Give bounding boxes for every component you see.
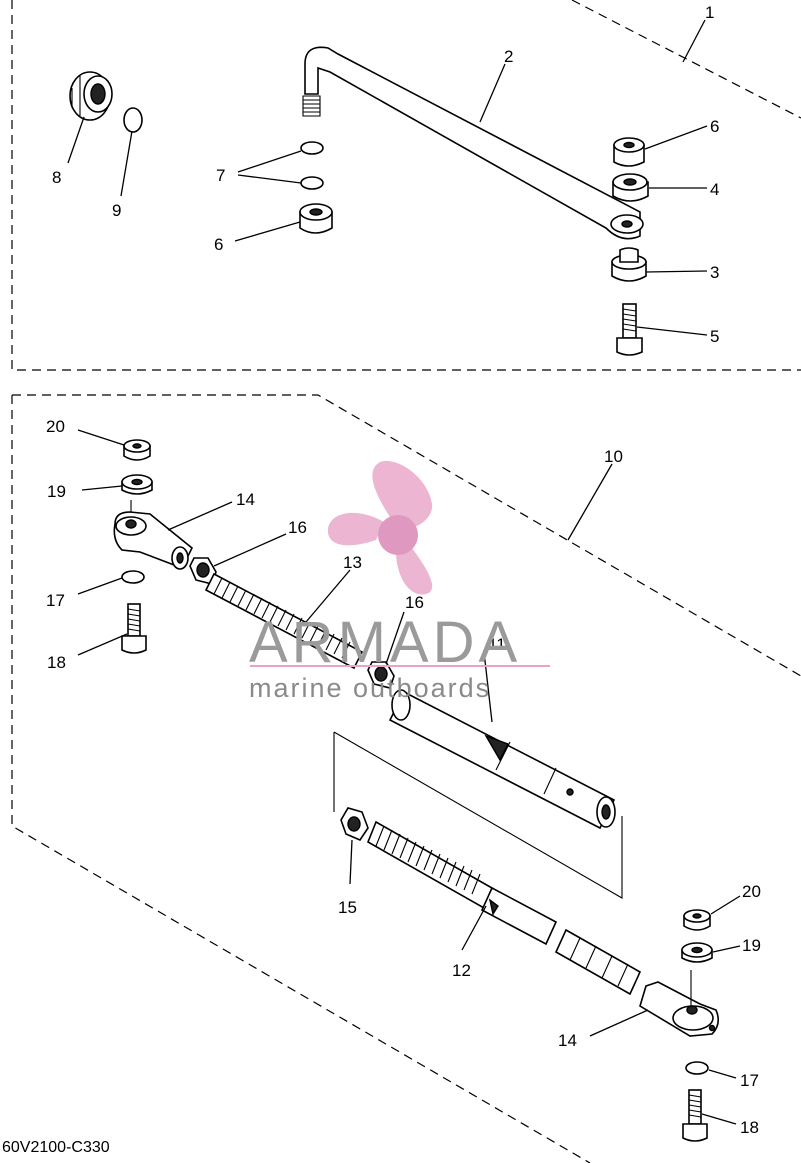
- washer-part-17-right: [685, 1061, 709, 1075]
- bolt-part-18-left: [121, 603, 147, 654]
- diagram-code: 60V2100-C330: [2, 1139, 110, 1156]
- callout-20-left: 20: [46, 417, 65, 436]
- washer-part-19-left: [121, 474, 153, 495]
- bolt-part-5: [616, 303, 643, 356]
- o-ring-part-9: [123, 107, 143, 133]
- callout-14-right: 14: [558, 1031, 577, 1050]
- callout-7: 7: [216, 166, 225, 185]
- bolt-part-18-right: [682, 1089, 708, 1142]
- callout-11: 11: [488, 635, 506, 654]
- watermark-brand: ARMADA: [249, 610, 521, 675]
- callout-9: 9: [112, 201, 121, 220]
- washer-part-7b: [300, 176, 324, 190]
- explode-bracket: [333, 731, 623, 899]
- callout-14-left: 14: [236, 490, 255, 509]
- callout-20-right: 20: [742, 882, 761, 901]
- group-10-frame: [11, 394, 801, 1163]
- callout-5: 5: [710, 327, 719, 346]
- nut-part-20-left: [123, 439, 151, 461]
- ball-joint-part-14-left: [113, 500, 194, 570]
- ball-joint-part-14-right: [639, 970, 720, 1037]
- group-1-frame: [11, 0, 801, 371]
- callout-16-left: 16: [288, 518, 307, 537]
- watermark-tagline: marine outboards: [249, 673, 491, 703]
- callout-13: 13: [343, 553, 362, 572]
- sleeve-tube-part-11: [388, 689, 616, 830]
- callout-15: 15: [338, 898, 357, 917]
- callout-12: 12: [452, 961, 471, 980]
- callout-16-right: 16: [405, 593, 424, 612]
- bushing-part-4: [612, 173, 649, 202]
- nut-part-20-right: [683, 909, 711, 931]
- nut-part-6-right: [613, 137, 645, 167]
- collar-part-3: [611, 247, 647, 282]
- callout-2: 2: [504, 47, 513, 66]
- watermark-logo: [327, 461, 433, 595]
- nut-part-16-right: [367, 661, 395, 689]
- callout-6-right: 6: [710, 117, 719, 136]
- nut-part-16-left: [189, 557, 217, 585]
- callout-17-left: 17: [46, 591, 65, 610]
- callout-18-left: 18: [47, 653, 66, 672]
- nut-part-8: [69, 71, 113, 121]
- threaded-rod-part-13: [204, 572, 364, 670]
- callout-19-left: 19: [47, 482, 66, 501]
- threaded-rod-part-12: [366, 820, 642, 996]
- washer-part-7a: [300, 141, 324, 155]
- steering-rod-part-2: [302, 46, 644, 240]
- washer-part-19-right: [681, 942, 713, 963]
- callout-6-left: 6: [214, 235, 223, 254]
- callout-17-right: 17: [740, 1071, 759, 1090]
- callout-3: 3: [710, 263, 719, 282]
- callout-18-right: 18: [740, 1118, 759, 1137]
- washer-part-17-left: [121, 570, 145, 584]
- callout-1: 1: [705, 3, 714, 22]
- callout-19-right: 19: [742, 936, 761, 955]
- nut-part-15: [340, 807, 369, 841]
- callout-8: 8: [52, 168, 61, 187]
- watermark-rule: [250, 665, 550, 667]
- nut-part-6-left: [299, 203, 333, 234]
- callout-10: 10: [604, 447, 623, 466]
- callout-4: 4: [710, 180, 719, 199]
